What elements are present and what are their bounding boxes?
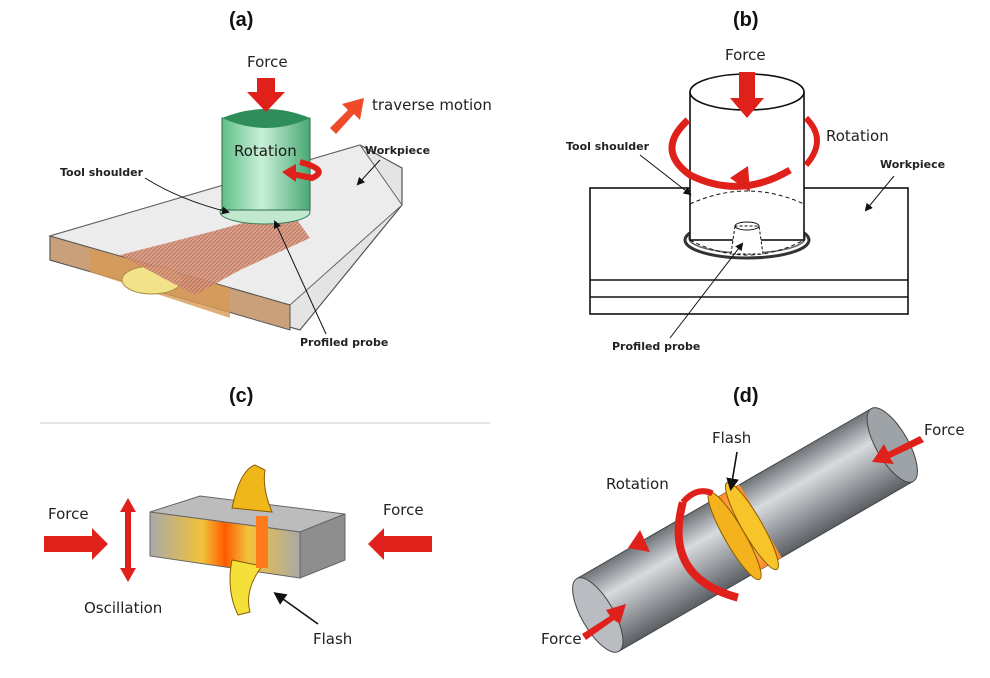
force-left-label-c: Force	[48, 505, 89, 523]
force-top-label-d: Force	[924, 421, 965, 439]
flash-fin-top-c	[231, 464, 273, 513]
force-top-arrow-d	[872, 436, 924, 464]
flash-fin-bottom-c	[229, 559, 263, 616]
tool-shoulder-label-a: Tool shoulder	[60, 166, 144, 179]
panel-d: (d) Force Force Flash Rotation	[541, 385, 965, 653]
tool-bottom-dashed-b	[689, 239, 805, 256]
traverse-arrow-a	[330, 98, 364, 134]
force-label-a: Force	[247, 53, 288, 71]
flash-leader-d	[726, 451, 739, 492]
rotation-arrowhead-a	[282, 164, 296, 182]
panel-a: (a) Rotation Force traverse motion Workp…	[48, 9, 492, 349]
panel-b: (b) Force Rotation Tool shoulder Workpie…	[566, 9, 945, 353]
panel-a-label: (a)	[229, 9, 253, 31]
flash-label-c: Flash	[313, 630, 352, 648]
force-right-label-c: Force	[383, 501, 424, 519]
panel-c-label: (c)	[229, 385, 253, 407]
workpiece-label-b: Workpiece	[880, 158, 945, 171]
rotation-label-a: Rotation	[234, 142, 297, 160]
force-label-b: Force	[725, 46, 766, 64]
force-arrow-a	[247, 78, 285, 112]
block-side-c	[299, 513, 346, 579]
panel-c: (c) Force Force Oscillation Flash	[40, 385, 490, 648]
force-left-arrow-c	[44, 528, 108, 560]
rotation-arrow-a	[291, 159, 322, 182]
rotation-arrow-b-right	[803, 115, 820, 167]
tool-shoulder-leader-b	[639, 154, 692, 196]
tool-body-a	[221, 117, 311, 211]
panel-d-label: (d)	[733, 385, 759, 407]
oscillation-arrow-c	[120, 498, 136, 582]
rotation-arrow-b	[668, 117, 792, 190]
probe-top-b	[734, 221, 760, 231]
rod-end-left-d	[572, 577, 624, 653]
workpiece-leader-b	[864, 175, 895, 212]
force-bottom-label-d: Force	[541, 630, 582, 648]
profiled-probe-label-a: Profiled probe	[300, 336, 388, 349]
flash-label-d: Flash	[712, 429, 751, 447]
rotation-label-b: Rotation	[826, 127, 889, 145]
flash-seam-c	[256, 516, 268, 568]
tool-shoulder-dashed-b	[689, 190, 805, 205]
rotation-arrowhead-d	[628, 530, 650, 552]
tool-shoulder-leader-a	[144, 177, 230, 215]
rotation-ribbon-back-d	[680, 488, 714, 505]
flash-leader-c	[273, 592, 319, 625]
force-right-arrow-c	[368, 528, 432, 560]
profiled-probe-label-b: Profiled probe	[612, 340, 700, 353]
force-bottom-arrow-d	[582, 604, 626, 640]
rotation-label-d: Rotation	[606, 475, 669, 493]
rotation-ribbon-d	[674, 501, 739, 602]
traverse-label-a: traverse motion	[372, 96, 492, 114]
force-arrow-b	[730, 72, 764, 118]
probe-leader-b	[669, 242, 744, 339]
probe-leader-a	[273, 220, 327, 335]
workpiece-label-a: Workpiece	[365, 144, 430, 157]
workpiece-leader-a	[356, 159, 381, 186]
rotation-arrowhead-b	[730, 166, 750, 192]
weld-track-a	[120, 210, 310, 295]
tool-top-a	[222, 109, 310, 128]
panel-b-label: (b)	[733, 9, 759, 31]
tool-shoulder-label-b: Tool shoulder	[566, 140, 650, 153]
oscillation-label-c: Oscillation	[84, 599, 162, 617]
